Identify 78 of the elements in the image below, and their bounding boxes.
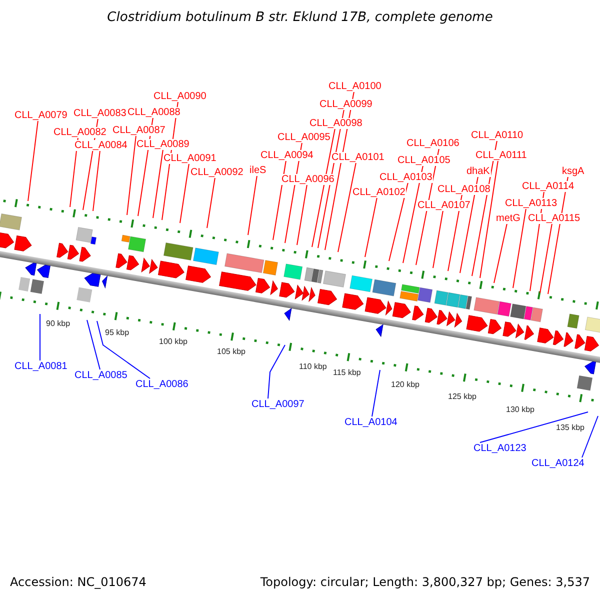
gene-label: CLL_A0083	[72, 108, 128, 118]
gene-label: CLL_A0102	[352, 186, 406, 198]
gene-label: CLL_A0085	[74, 370, 128, 380]
leader-line	[338, 162, 356, 252]
gene-label: CLL_A0101	[330, 152, 386, 162]
gene-label: CLL_A0103	[378, 172, 434, 182]
genome-summary-text: Topology: circular; Length: 3,800,327 bp; Genes: 3,537	[260, 575, 590, 589]
scale-label: 105 kbp	[217, 347, 246, 357]
gene-label: CLL_A0094	[260, 150, 314, 160]
gene-label: CLL_A0089	[136, 138, 190, 150]
gene-label: CLL_A0095	[276, 132, 332, 142]
scale-label: 110 kbp	[299, 362, 327, 372]
gene-label: CLL_A0107	[416, 200, 472, 210]
leader-line	[372, 370, 380, 417]
leader-line	[512, 208, 526, 288]
leader-line	[248, 175, 258, 236]
gene-label: CLL_A0086	[134, 378, 190, 390]
scale-label: 135 kbp	[556, 423, 584, 433]
scale-label: 115 kbp	[333, 368, 361, 378]
gene-label: ksgA	[561, 166, 586, 176]
leader-line	[432, 210, 444, 268]
gene-label: CLL_A0108	[436, 184, 492, 194]
gene-label: CLL_A0104	[344, 416, 398, 428]
scale-label: 100 kbp	[159, 337, 188, 347]
gene-label: CLL_A0098	[308, 118, 364, 128]
leader-line	[272, 160, 286, 240]
leader-line	[180, 163, 190, 224]
leader-line	[92, 150, 100, 212]
scale-label: 90 kbp	[46, 319, 70, 329]
leader-line	[582, 416, 598, 458]
gene-label: CLL_A0106	[406, 138, 460, 148]
gene-label: CLL_A0100	[328, 80, 382, 92]
leader-line	[480, 412, 588, 443]
scale-label: 95 kbp	[105, 328, 130, 338]
gene-label: CLL_A0110	[470, 130, 524, 140]
gene-label: CLL_A0090	[152, 90, 208, 102]
gene-label: CLL_A0079	[14, 110, 68, 120]
gene-label: CLL_A0087	[112, 124, 166, 136]
leader-line	[312, 128, 336, 248]
gene-label: CLL_A0123	[472, 442, 528, 454]
leader-line	[402, 165, 424, 264]
gene-label: CLL_A0081	[14, 360, 68, 372]
gene-label: CLL_A0088	[126, 106, 182, 118]
leader-line	[86, 320, 100, 370]
gene-label: CLL_A0082	[52, 126, 108, 138]
gene-label: CLL_A0105	[396, 154, 452, 166]
leader-line	[296, 184, 308, 246]
scale-label: 130 kbp	[506, 405, 534, 415]
gene-label: CLL_A0124	[530, 458, 586, 468]
leader-line	[480, 160, 498, 278]
gene-label: CLL_A0113	[504, 198, 558, 208]
leader-line	[126, 135, 136, 216]
gene-label: CLL_A0084	[74, 140, 128, 150]
leader-line	[206, 177, 216, 228]
leader-line	[364, 197, 378, 258]
scale-label: 120 kbp	[391, 380, 420, 390]
gene-label: CLL_A0092	[190, 166, 244, 178]
gene-label: ileS	[248, 164, 268, 176]
leader-line	[96, 320, 150, 379]
gene-label: CLL_A0096	[280, 174, 336, 184]
leader-line	[540, 223, 552, 294]
leader-line	[388, 182, 408, 262]
gene-label: CLL_A0097	[250, 398, 306, 410]
accession-text: Accession: NC_010674	[10, 575, 146, 589]
leader-line	[494, 223, 508, 284]
gene-label: CLL_A0111	[474, 150, 528, 160]
gene-label: CLL_A0114	[521, 180, 576, 192]
leader-line	[460, 176, 478, 274]
leader-line	[152, 149, 164, 218]
leader-line	[268, 344, 286, 399]
leader-line	[28, 120, 38, 202]
gene-label: CLL_A0091	[162, 152, 218, 164]
gene-label: metG	[495, 212, 522, 224]
gene-label: dhaK	[466, 166, 491, 176]
map-title: Clostridium botulinum B str. Eklund 17B, complete genome	[106, 10, 494, 25]
scale-label: 125 kbp	[448, 392, 476, 402]
gene-label: CLL_A0099	[318, 98, 374, 110]
gene-label: CLL_A0115	[527, 212, 582, 224]
